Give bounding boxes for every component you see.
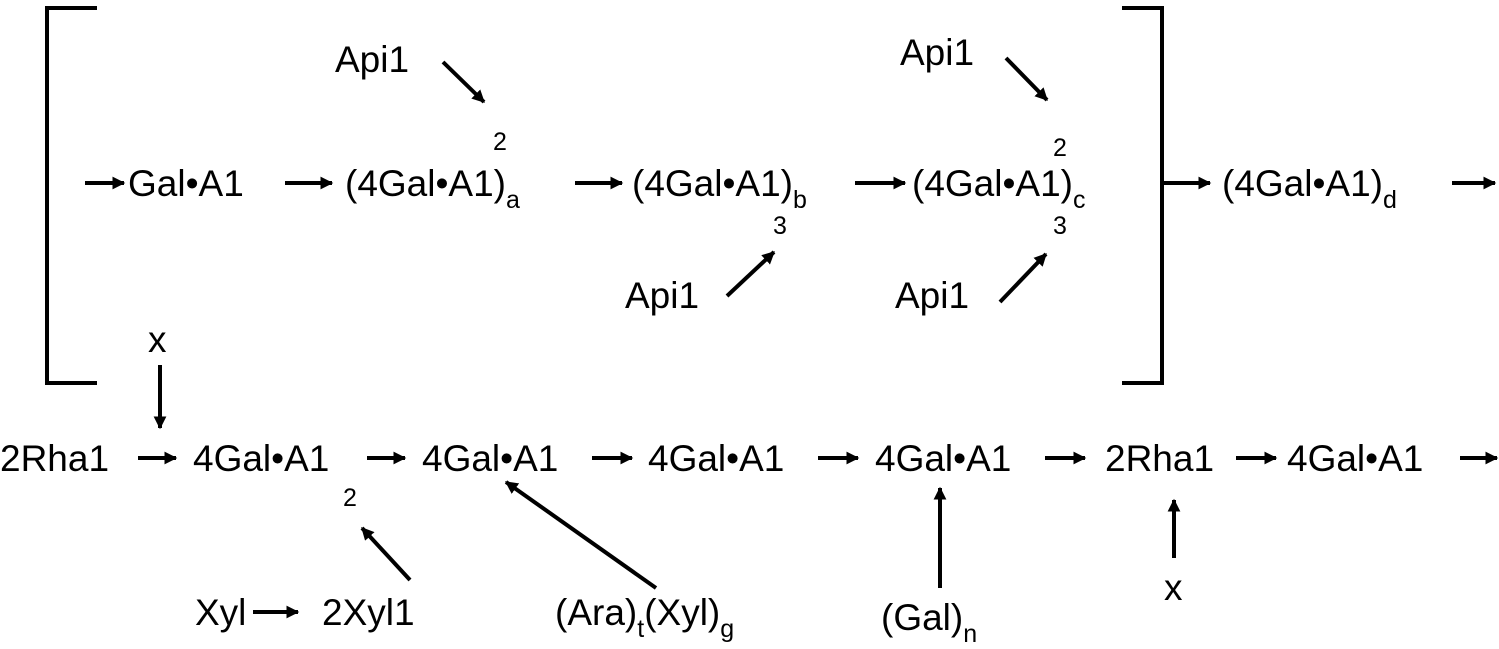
ara-xyl-label: (Ara)t(Xyl)g	[555, 592, 734, 643]
pos-c-bottom: 3	[1053, 212, 1067, 240]
arrow-xyl-branch	[360, 526, 412, 582]
gal-n-label: (Gal)n	[881, 597, 977, 648]
api-c-top-label: Api1	[900, 32, 974, 73]
left-bracket	[45, 6, 97, 385]
api-c-bottom-label: Api1	[895, 275, 969, 316]
rha1-label: 2Rha1	[0, 438, 109, 479]
seg-c-label: (4Gal•A1)c	[912, 163, 1086, 214]
right-bracket	[1122, 6, 1164, 385]
arrow-api-b	[725, 250, 776, 298]
xyl-label: Xyl	[195, 592, 246, 633]
x-bottom-label: x	[1164, 567, 1183, 608]
pos-c-top: 2	[1053, 134, 1067, 162]
gal-a1-label: Gal•A1	[128, 163, 244, 204]
rha2-label: 2Rha1	[1105, 438, 1214, 479]
gal-a1-2-label: 4Gal•A1	[422, 438, 558, 479]
arrow-api-c-top	[1004, 56, 1049, 102]
arrow-ara-branch	[504, 480, 658, 590]
xyl2-label: 2Xyl1	[322, 592, 415, 633]
seg-a-label: (4Gal•A1)a	[345, 163, 520, 214]
gal-a1-3-label: 4Gal•A1	[648, 438, 784, 479]
arrow-api-a	[441, 60, 486, 104]
pos-a: 2	[493, 128, 507, 156]
x-top-label: x	[148, 319, 167, 360]
api-b-label: Api1	[625, 275, 699, 316]
pos-b: 3	[773, 212, 787, 240]
seg-d-label: (4Gal•A1)d	[1222, 163, 1397, 214]
gal-a1-4-label: 4Gal•A1	[875, 438, 1011, 479]
seg-b-label: (4Gal•A1)b	[632, 163, 807, 214]
gal-a1-1-label: 4Gal•A1	[193, 438, 329, 479]
pos-2-bottom: 2	[343, 484, 357, 512]
arrow-api-c-bottom	[998, 252, 1048, 304]
api-a-label: Api1	[335, 39, 409, 80]
gal-a1-5-label: 4Gal•A1	[1287, 438, 1423, 479]
